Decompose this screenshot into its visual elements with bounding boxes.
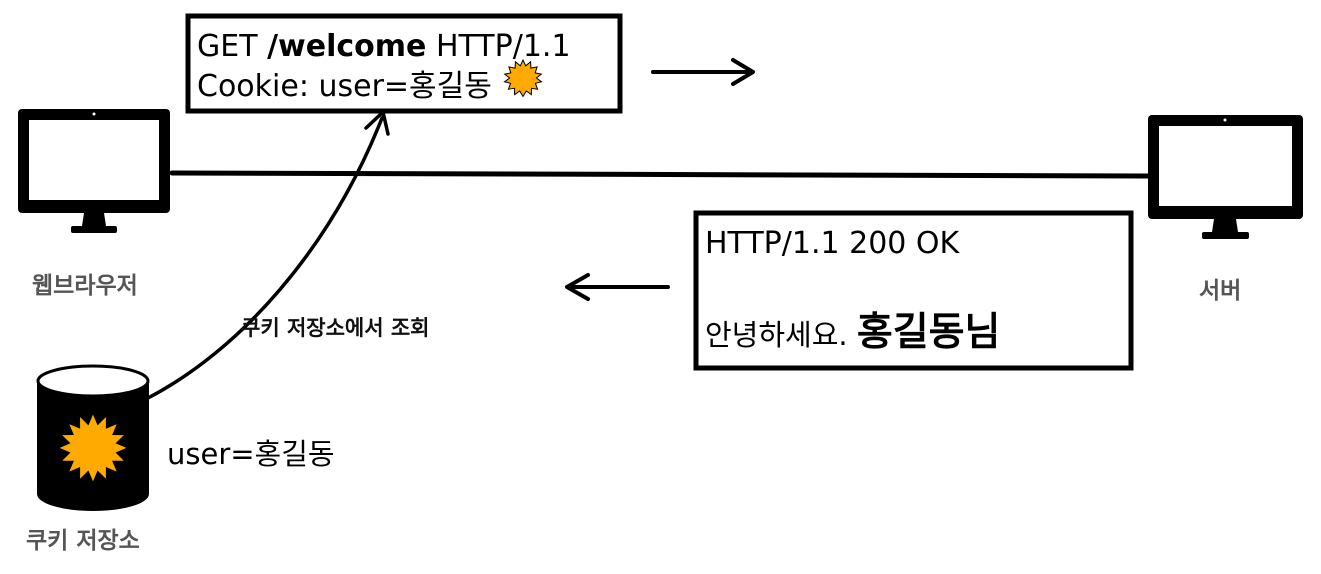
- cookie-store-label: 쿠키 저장소: [26, 528, 140, 554]
- request-arrow: [651, 58, 755, 86]
- request-method: GET: [197, 29, 258, 64]
- request-cookie-header: Cookie: user=홍길동: [197, 69, 492, 104]
- server-label: 서버: [1199, 278, 1242, 304]
- request-path: /welcome: [267, 29, 427, 64]
- request-protocol: HTTP/1.1: [435, 29, 571, 64]
- stored-cookie-value: user=홍길동: [167, 437, 335, 471]
- cookie-lookup-label: 쿠키 저장소에서 조회: [241, 316, 430, 340]
- request-line: GET /welcome HTTP/1.1: [197, 32, 571, 62]
- request-cookie-icon: [503, 58, 543, 98]
- request-box: [185, 13, 623, 114]
- greeting-prefix: 안녕하세요.: [705, 318, 857, 352]
- response-greeting: 안녕하세요. 홍길동님: [705, 313, 1000, 352]
- greeting-name: 홍길동님: [856, 310, 1001, 355]
- cookie-lookup-arrow: [146, 110, 390, 400]
- cookie-badge-icon: [56, 411, 130, 485]
- browser-label: 웹브라우저: [32, 273, 138, 299]
- response-arrow: [565, 273, 670, 301]
- response-box: [693, 210, 1134, 371]
- browser-monitor-icon: [18, 109, 170, 233]
- server-monitor-icon: [1148, 115, 1303, 239]
- response-status-line: HTTP/1.1 200 OK: [705, 226, 960, 261]
- connection-line: [169, 170, 1151, 179]
